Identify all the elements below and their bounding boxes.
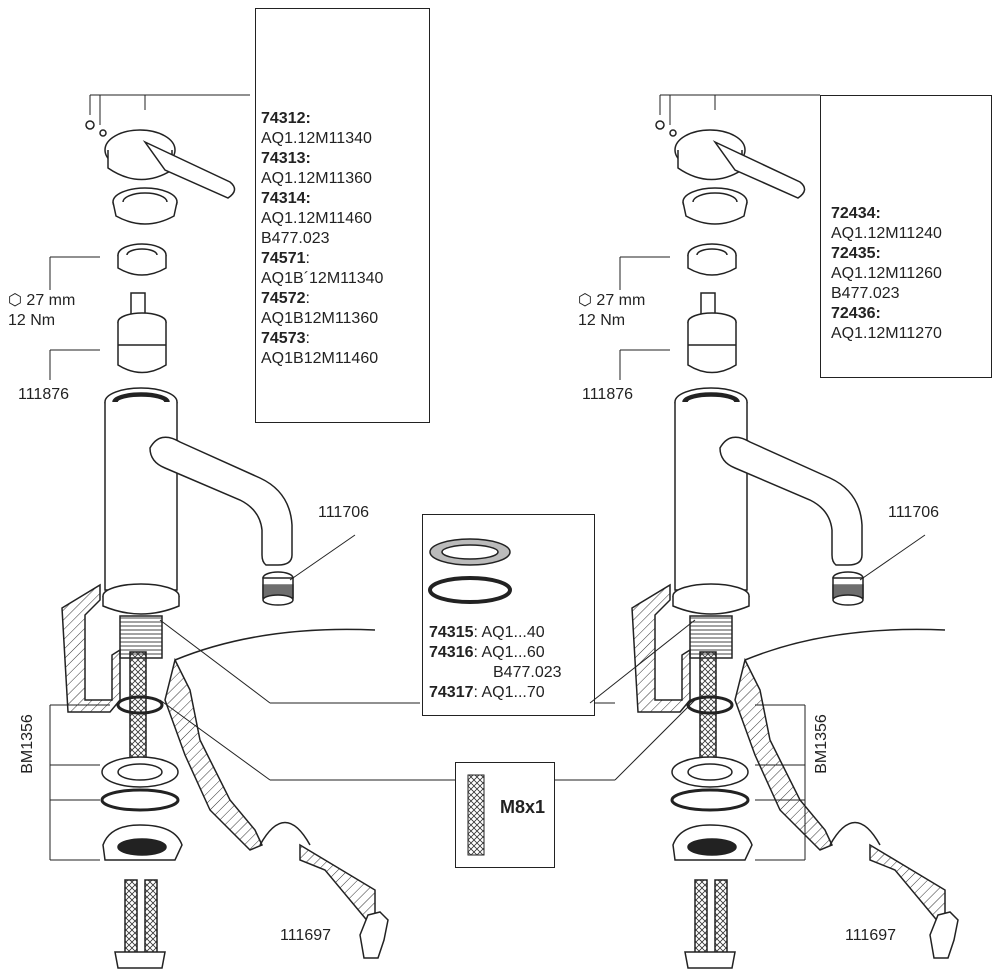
handle-icon [104, 129, 236, 199]
key-tool-icon [929, 911, 959, 959]
gasket-icon [100, 788, 180, 812]
thread-size: M8x1 [500, 797, 546, 817]
cartridge-icon [687, 292, 737, 374]
part-code: 74315 [429, 624, 474, 641]
washer-icon [101, 756, 179, 788]
part-code: 74314: [261, 190, 311, 207]
left-assembly [49, 94, 455, 969]
tap-body-icon [672, 387, 863, 659]
part-code: 72434: [831, 205, 881, 222]
key-tool-icon [359, 911, 389, 959]
mounting-bracket-icon [102, 824, 183, 861]
part-number: AQ1.12M11340 [261, 130, 372, 147]
part-number: : AQ1...70 [473, 684, 545, 701]
set-screw-icon [99, 129, 107, 137]
cap-ring-icon [112, 187, 178, 225]
left-handle-parts-box: 74312: AQ1.12M11340 74313: AQ1.12M11360 … [255, 8, 430, 423]
cartridge-code: 111876 [18, 386, 70, 403]
seal-icons [428, 538, 512, 604]
handle-icon [674, 129, 806, 199]
mounting-bracket-icon [672, 824, 753, 861]
part-code: 72436: [831, 305, 881, 322]
part-number: : AQ1...40 [473, 624, 545, 641]
separator: : [305, 290, 310, 307]
separator: : [305, 250, 310, 267]
tool-code: 111697 [280, 927, 332, 944]
aerator-code: 111706 [318, 504, 370, 521]
aerator-code: 111706 [888, 504, 940, 521]
aerator-icon [262, 571, 294, 606]
cartridge-code: 111876 [582, 386, 634, 403]
tool-code: 111697 [845, 927, 897, 944]
part-code: 74572 [261, 290, 306, 307]
part-number: B477.023 [261, 230, 330, 247]
cartridge-icon [117, 292, 167, 374]
seal-parts-box: 74315: AQ1...40 74316: AQ1...60 B477.023… [422, 514, 595, 716]
supply-hose-icon [699, 651, 717, 763]
part-number: AQ1.12M11460 [261, 210, 372, 227]
part-code: 74316 [429, 644, 474, 661]
part-code: 74573 [261, 330, 306, 347]
part-number: AQ1.12M11360 [261, 170, 372, 187]
cap-ring-icon [682, 187, 748, 225]
hose-icon [467, 774, 485, 856]
countertop-section [61, 583, 121, 713]
torque-label: 12 Nm [8, 312, 56, 329]
right-assembly [589, 94, 959, 969]
part-code: 74317 [429, 684, 474, 701]
torque-label: 12 Nm [578, 312, 626, 329]
part-number: B477.023 [493, 664, 562, 681]
basin-wall-section [164, 657, 264, 851]
aerator-icon [832, 571, 864, 606]
washer-icon [671, 756, 749, 788]
part-number: AQ1.12M11270 [831, 325, 942, 342]
part-number: B477.023 [831, 285, 900, 302]
part-number: AQ1B´12M11340 [261, 270, 384, 287]
part-number: AQ1.12M11260 [831, 265, 942, 282]
hose-thread-box: M8x1 [455, 762, 555, 868]
part-number: AQ1B12M11460 [261, 350, 379, 367]
nut-icon [687, 243, 737, 276]
part-code: 74312: [261, 110, 311, 127]
wrench-size-label: ⬡ 27 mm [578, 292, 646, 309]
part-number: : AQ1...60 [473, 644, 545, 661]
supply-hose-icon [129, 651, 147, 763]
hose-bracket-code: BM1356 [812, 714, 830, 774]
tap-body-icon [102, 387, 293, 659]
wrench-size-label: ⬡ 27 mm [8, 292, 76, 309]
o-ring-icon [116, 695, 164, 715]
part-number: AQ1B12M11360 [261, 310, 379, 327]
separator: : [305, 330, 310, 347]
part-code: 74313: [261, 150, 311, 167]
part-code: 72435: [831, 245, 881, 262]
part-code: 74571 [261, 250, 306, 267]
right-handle-parts-box: 72434: AQ1.12M11240 72435: AQ1.12M11260 … [820, 95, 992, 378]
set-screw-icon [85, 120, 95, 130]
hose-bracket-code: BM1356 [18, 714, 36, 774]
part-number: AQ1.12M11240 [831, 225, 942, 242]
nut-icon [117, 243, 167, 276]
